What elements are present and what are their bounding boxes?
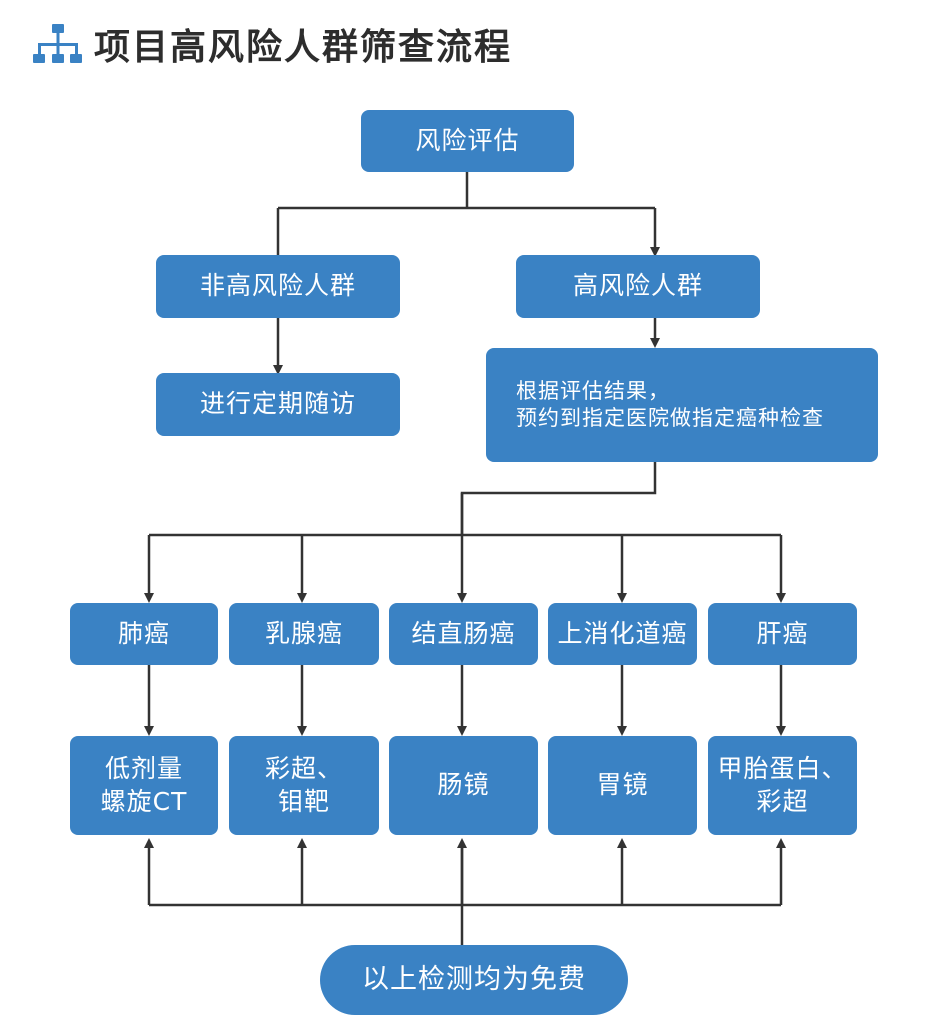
- connector-footer-split: [149, 843, 781, 945]
- exam-line: 螺旋CT: [100, 786, 188, 816]
- cancer-node: 乳腺癌: [229, 603, 379, 665]
- connector-risk-split: [276, 172, 655, 255]
- exam-line: 彩超: [756, 786, 809, 816]
- exam-line: 胃镜: [596, 770, 649, 800]
- cancer-name: 肺癌: [117, 618, 170, 648]
- exam-line: 甲胎蛋白、: [717, 754, 848, 783]
- cancer-node: 结直肠癌: [389, 603, 538, 665]
- node-non-high-risk: 非高风险人群: [156, 255, 400, 318]
- exam-line: 低剂量: [104, 754, 183, 783]
- node-regular-followup-label: 进行定期随访: [199, 389, 356, 419]
- cancer-name: 乳腺癌: [264, 618, 343, 648]
- exam-node: 胃镜: [548, 736, 697, 835]
- title-bar: 项目高风险人群筛查流程: [28, 14, 512, 74]
- org-chart-icon: [33, 24, 82, 63]
- node-high-risk-label: 高风险人群: [572, 271, 703, 301]
- footer-free-note: 以上检测均为免费: [320, 945, 628, 1015]
- cancer-node: 肝癌: [708, 603, 857, 665]
- cancer-node: 肺癌: [70, 603, 218, 665]
- exam-line: 彩超、: [264, 754, 343, 783]
- exam-line: 肠镜: [437, 770, 490, 800]
- exam-node: 彩超、 钼靶: [229, 736, 379, 835]
- exam-node: 甲胎蛋白、 彩超: [708, 736, 857, 835]
- node-appointment-line-2: 预约到指定医院做指定癌种检查: [516, 406, 824, 430]
- page-title: 项目高风险人群筛查流程: [94, 27, 513, 68]
- footer-free-note-label: 以上检测均为免费: [362, 964, 586, 996]
- node-high-risk: 高风险人群: [516, 255, 760, 318]
- node-appointment-line-1: 根据评估结果，: [516, 378, 670, 403]
- cancer-name: 肝癌: [756, 618, 809, 648]
- node-risk-assessment: 风险评估: [361, 110, 574, 172]
- connector-appointment-split: [149, 462, 781, 537]
- cancer-name: 上消化道癌: [557, 618, 688, 648]
- cancer-node: 上消化道癌: [548, 603, 697, 665]
- node-regular-followup: 进行定期随访: [156, 373, 400, 436]
- node-risk-assessment-label: 风险评估: [415, 125, 520, 155]
- cancer-name: 结直肠癌: [411, 618, 516, 648]
- node-appointment: 根据评估结果， 预约到指定医院做指定癌种检查: [486, 348, 878, 462]
- exam-line: 钼靶: [277, 786, 330, 816]
- exam-node: 肠镜: [389, 736, 538, 835]
- exam-node: 低剂量 螺旋CT: [70, 736, 218, 835]
- node-non-high-risk-label: 非高风险人群: [199, 271, 356, 301]
